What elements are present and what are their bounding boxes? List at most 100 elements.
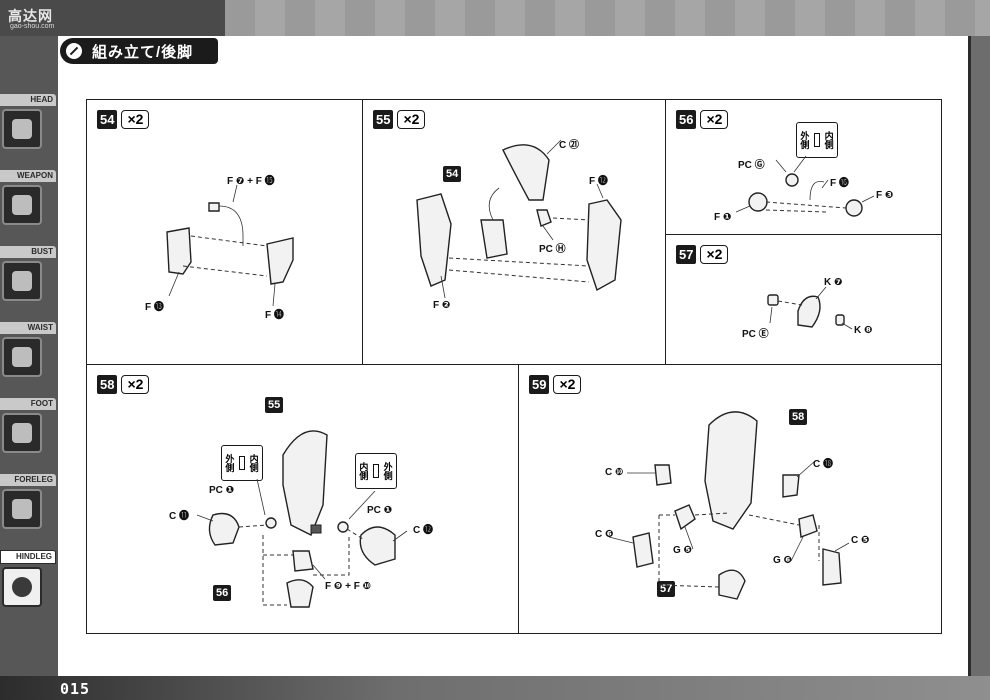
page-title-bar: 組み立て/後脚 (60, 38, 218, 64)
sidebar-tab-label: FOOT (0, 398, 56, 410)
weapon-icon (2, 185, 42, 225)
page-frame-right (968, 36, 990, 700)
step-multiplier: ×2 (121, 375, 150, 394)
step-59-diagram (608, 411, 850, 600)
sidebar-tab-label: FORELEG (0, 474, 56, 486)
part-label: PC Ⓗ (539, 244, 566, 255)
step-55-panel: 55 ×2 54 C ㉑ F ⓬ PC Ⓗ F ❷ (362, 99, 666, 365)
step-multiplier: ×2 (700, 245, 729, 264)
part-label: F ❸ (876, 190, 894, 201)
part-label: F ❶ (714, 212, 732, 223)
step-header: 55 ×2 (373, 110, 426, 129)
foot-icon (2, 413, 42, 453)
step-57-diagram (767, 286, 853, 330)
sidebar-tab-bust[interactable]: BUST (0, 246, 56, 301)
step-57-panel: 57 ×2 K ❼ PC Ⓔ K ❽ (665, 234, 942, 365)
step-header: 57 ×2 (676, 245, 729, 264)
callout-part-icon (238, 456, 245, 470)
waist-icon (2, 337, 42, 377)
step-number: 56 (676, 110, 697, 129)
step-header: 54 ×2 (97, 110, 150, 129)
part-label: PC ❶ (367, 505, 393, 516)
step-multiplier: ×2 (397, 110, 426, 129)
step-number: 59 (529, 375, 550, 394)
part-label: K ❼ (824, 277, 843, 288)
step-header: 58 ×2 (97, 375, 150, 394)
part-label: C ❿ (605, 467, 624, 478)
sidebar-tab-foreleg[interactable]: FORELEG (0, 474, 56, 529)
step-number: 55 (373, 110, 394, 129)
part-label: C ❺ (851, 535, 870, 546)
part-label: PC Ⓖ (738, 160, 765, 171)
sub-assembly-ref: 58 (789, 409, 808, 425)
sub-assembly-ref: 54 (443, 166, 462, 182)
step-number: 54 (97, 110, 118, 129)
callout-outer: 外側 (799, 131, 810, 149)
wrench-icon (64, 41, 84, 61)
part-label: F ⓰ (830, 178, 849, 189)
step-54-panel: 54 ×2 F ❼ + F ⓯ F ⓭ F ⓮ (86, 99, 363, 365)
page-frame-top-texture (225, 0, 990, 36)
hindleg-icon (2, 567, 42, 607)
callout-outer: 外側 (382, 462, 393, 480)
step-58-panel: 58 ×2 55 56 外側 内側 内側 外側 PC ❶ PC ❶ C ⓫ C … (86, 364, 520, 634)
part-label: C ⓲ (813, 459, 833, 470)
part-label: K ❽ (854, 325, 873, 336)
step-59-panel: 59 ×2 58 57 C ❿ C ⓲ C ❻ G ❺ G ❻ C ❺ (518, 364, 942, 634)
site-logo-name: 高达网 (8, 8, 53, 24)
callout-part-icon (372, 464, 379, 478)
page-frame-bottom (0, 676, 990, 700)
callout-inner: 内側 (248, 454, 259, 472)
sidebar-tab-waist[interactable]: WAIST (0, 322, 56, 377)
sidebar-tab-label: WEAPON (0, 170, 56, 182)
step-multiplier: ×2 (700, 110, 729, 129)
part-label: PC ❶ (209, 485, 235, 496)
sidebar-tab-label: HEAD (0, 94, 56, 106)
sidebar-tab-weapon[interactable]: WEAPON (0, 170, 56, 225)
sub-assembly-ref: 56 (213, 585, 232, 601)
sidebar-tab-foot[interactable]: FOOT (0, 398, 56, 453)
step-number: 57 (676, 245, 697, 264)
step-55-diagram (416, 139, 622, 299)
step-number: 58 (97, 375, 118, 394)
part-label: F ❷ (433, 300, 451, 311)
part-label: C ㉑ (559, 140, 579, 151)
step-multiplier: ×2 (121, 110, 150, 129)
part-label: F ❾ + F ❿ (325, 581, 372, 592)
site-logo-url: gao-shou.com (10, 23, 55, 30)
part-label: C ❻ (595, 529, 614, 540)
part-label: C ⓫ (169, 511, 189, 522)
bust-icon (2, 261, 42, 301)
step-58-diagram (196, 430, 408, 608)
orientation-callout: 外側 内側 (796, 122, 838, 158)
step-header: 56 ×2 (676, 110, 729, 129)
page-title: 組み立て/後脚 (92, 43, 194, 61)
sidebar-tab-hindleg[interactable]: HINDLEG (0, 550, 56, 607)
part-label: PC Ⓔ (742, 329, 769, 340)
site-logo[interactable]: 高达网 gao-shou.com (8, 6, 78, 30)
sub-assembly-ref: 55 (265, 397, 284, 413)
orientation-callout: 内側 外側 (355, 453, 397, 489)
part-label: F ⓭ (145, 302, 164, 313)
step-54-diagram (166, 184, 294, 307)
sidebar-tab-label: HINDLEG (0, 550, 56, 564)
callout-outer: 外側 (224, 454, 235, 472)
sidebar-tab-head[interactable]: HEAD (0, 94, 56, 149)
head-icon (2, 109, 42, 149)
step-header: 59 ×2 (529, 375, 582, 394)
callout-part-icon (813, 133, 820, 147)
part-label: F ⓬ (589, 176, 608, 187)
part-label: F ⓮ (265, 310, 284, 321)
step-multiplier: ×2 (553, 375, 582, 394)
callout-inner: 内側 (823, 131, 834, 149)
part-label: C ⓬ (413, 525, 433, 536)
orientation-callout: 外側 内側 (221, 445, 263, 481)
part-label: G ❻ (773, 555, 793, 566)
part-label: G ❺ (673, 545, 693, 556)
foreleg-icon (2, 489, 42, 529)
step-56-diagram (735, 155, 875, 217)
sidebar-tab-label: BUST (0, 246, 56, 258)
part-label: F ❼ + F ⓯ (227, 176, 275, 187)
page-number: 015 (60, 680, 91, 698)
sidebar-tab-label: WAIST (0, 322, 56, 334)
